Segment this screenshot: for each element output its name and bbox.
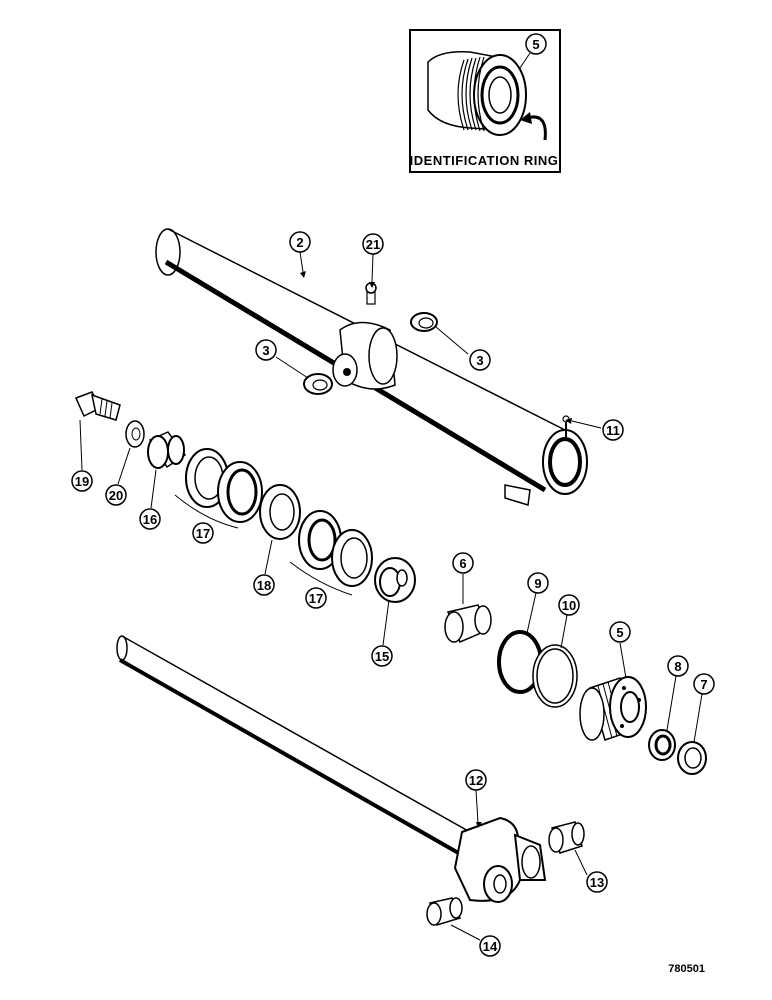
callout-6: 6 xyxy=(452,552,474,574)
svg-text:17: 17 xyxy=(309,591,323,606)
callout-17-second: 17 xyxy=(305,587,327,609)
svg-text:13: 13 xyxy=(590,875,604,890)
callout-13: 13 xyxy=(586,871,608,893)
callout-15: 15 xyxy=(371,645,393,667)
figure-number: 780501 xyxy=(668,963,705,975)
svg-text:15: 15 xyxy=(375,649,389,664)
inset-callout-5: 5 xyxy=(532,37,539,52)
callout-3-right: 3 xyxy=(469,349,491,371)
grease-fitting xyxy=(365,282,377,305)
svg-text:9: 9 xyxy=(534,576,541,591)
gland xyxy=(579,676,647,741)
svg-text:10: 10 xyxy=(562,598,576,613)
callout-20: 20 xyxy=(105,484,127,506)
callout-16: 16 xyxy=(139,508,161,530)
adapter xyxy=(374,557,416,603)
rod-bushing-right xyxy=(548,821,585,854)
svg-text:18: 18 xyxy=(257,578,271,593)
callout-2: 2 xyxy=(289,231,311,253)
svg-text:3: 3 xyxy=(262,343,269,358)
svg-text:19: 19 xyxy=(75,474,89,489)
callout-3-left: 3 xyxy=(255,339,277,361)
piston-rod xyxy=(116,635,547,903)
bushing-right xyxy=(410,312,438,332)
inset-caption: IDENTIFICATION RING xyxy=(410,153,559,168)
packing-set-2 xyxy=(289,510,373,596)
svg-text:7: 7 xyxy=(700,677,707,692)
svg-text:8: 8 xyxy=(674,659,681,674)
inset-identification-ring: 5 IDENTIFICATION RING xyxy=(409,29,561,173)
washer xyxy=(125,420,145,448)
svg-text:5: 5 xyxy=(616,625,623,640)
bushing-left xyxy=(303,373,333,395)
cylinder-barrel xyxy=(155,228,588,506)
svg-text:16: 16 xyxy=(143,512,157,527)
wiper-seal xyxy=(648,729,676,761)
rod-bushing-left xyxy=(426,897,463,926)
svg-text:11: 11 xyxy=(606,423,620,438)
backup-ring xyxy=(532,644,578,708)
callout-11: 11 xyxy=(602,419,624,441)
sleeve xyxy=(444,604,492,643)
callout-8: 8 xyxy=(667,655,689,677)
svg-text:17: 17 xyxy=(196,526,210,541)
spacer xyxy=(147,431,187,469)
svg-text:14: 14 xyxy=(483,939,498,954)
svg-text:12: 12 xyxy=(469,773,483,788)
svg-text:20: 20 xyxy=(109,488,123,503)
svg-text:6: 6 xyxy=(459,556,466,571)
callout-7: 7 xyxy=(693,673,715,695)
callout-9: 9 xyxy=(527,572,549,594)
callout-19: 19 xyxy=(71,470,93,492)
callout-17-first: 17 xyxy=(192,522,214,544)
callout-12: 12 xyxy=(465,769,487,791)
callout-5: 5 xyxy=(609,621,631,643)
svg-text:3: 3 xyxy=(476,353,483,368)
packing-set-1 xyxy=(174,448,263,529)
callout-18: 18 xyxy=(253,574,275,596)
callout-10: 10 xyxy=(558,594,580,616)
bolt xyxy=(74,391,121,421)
callout-14: 14 xyxy=(479,935,501,957)
svg-text:2: 2 xyxy=(296,235,303,250)
callout-21: 21 xyxy=(362,233,384,255)
svg-text:21: 21 xyxy=(366,237,380,252)
ring xyxy=(259,484,301,540)
wiper xyxy=(677,741,707,775)
